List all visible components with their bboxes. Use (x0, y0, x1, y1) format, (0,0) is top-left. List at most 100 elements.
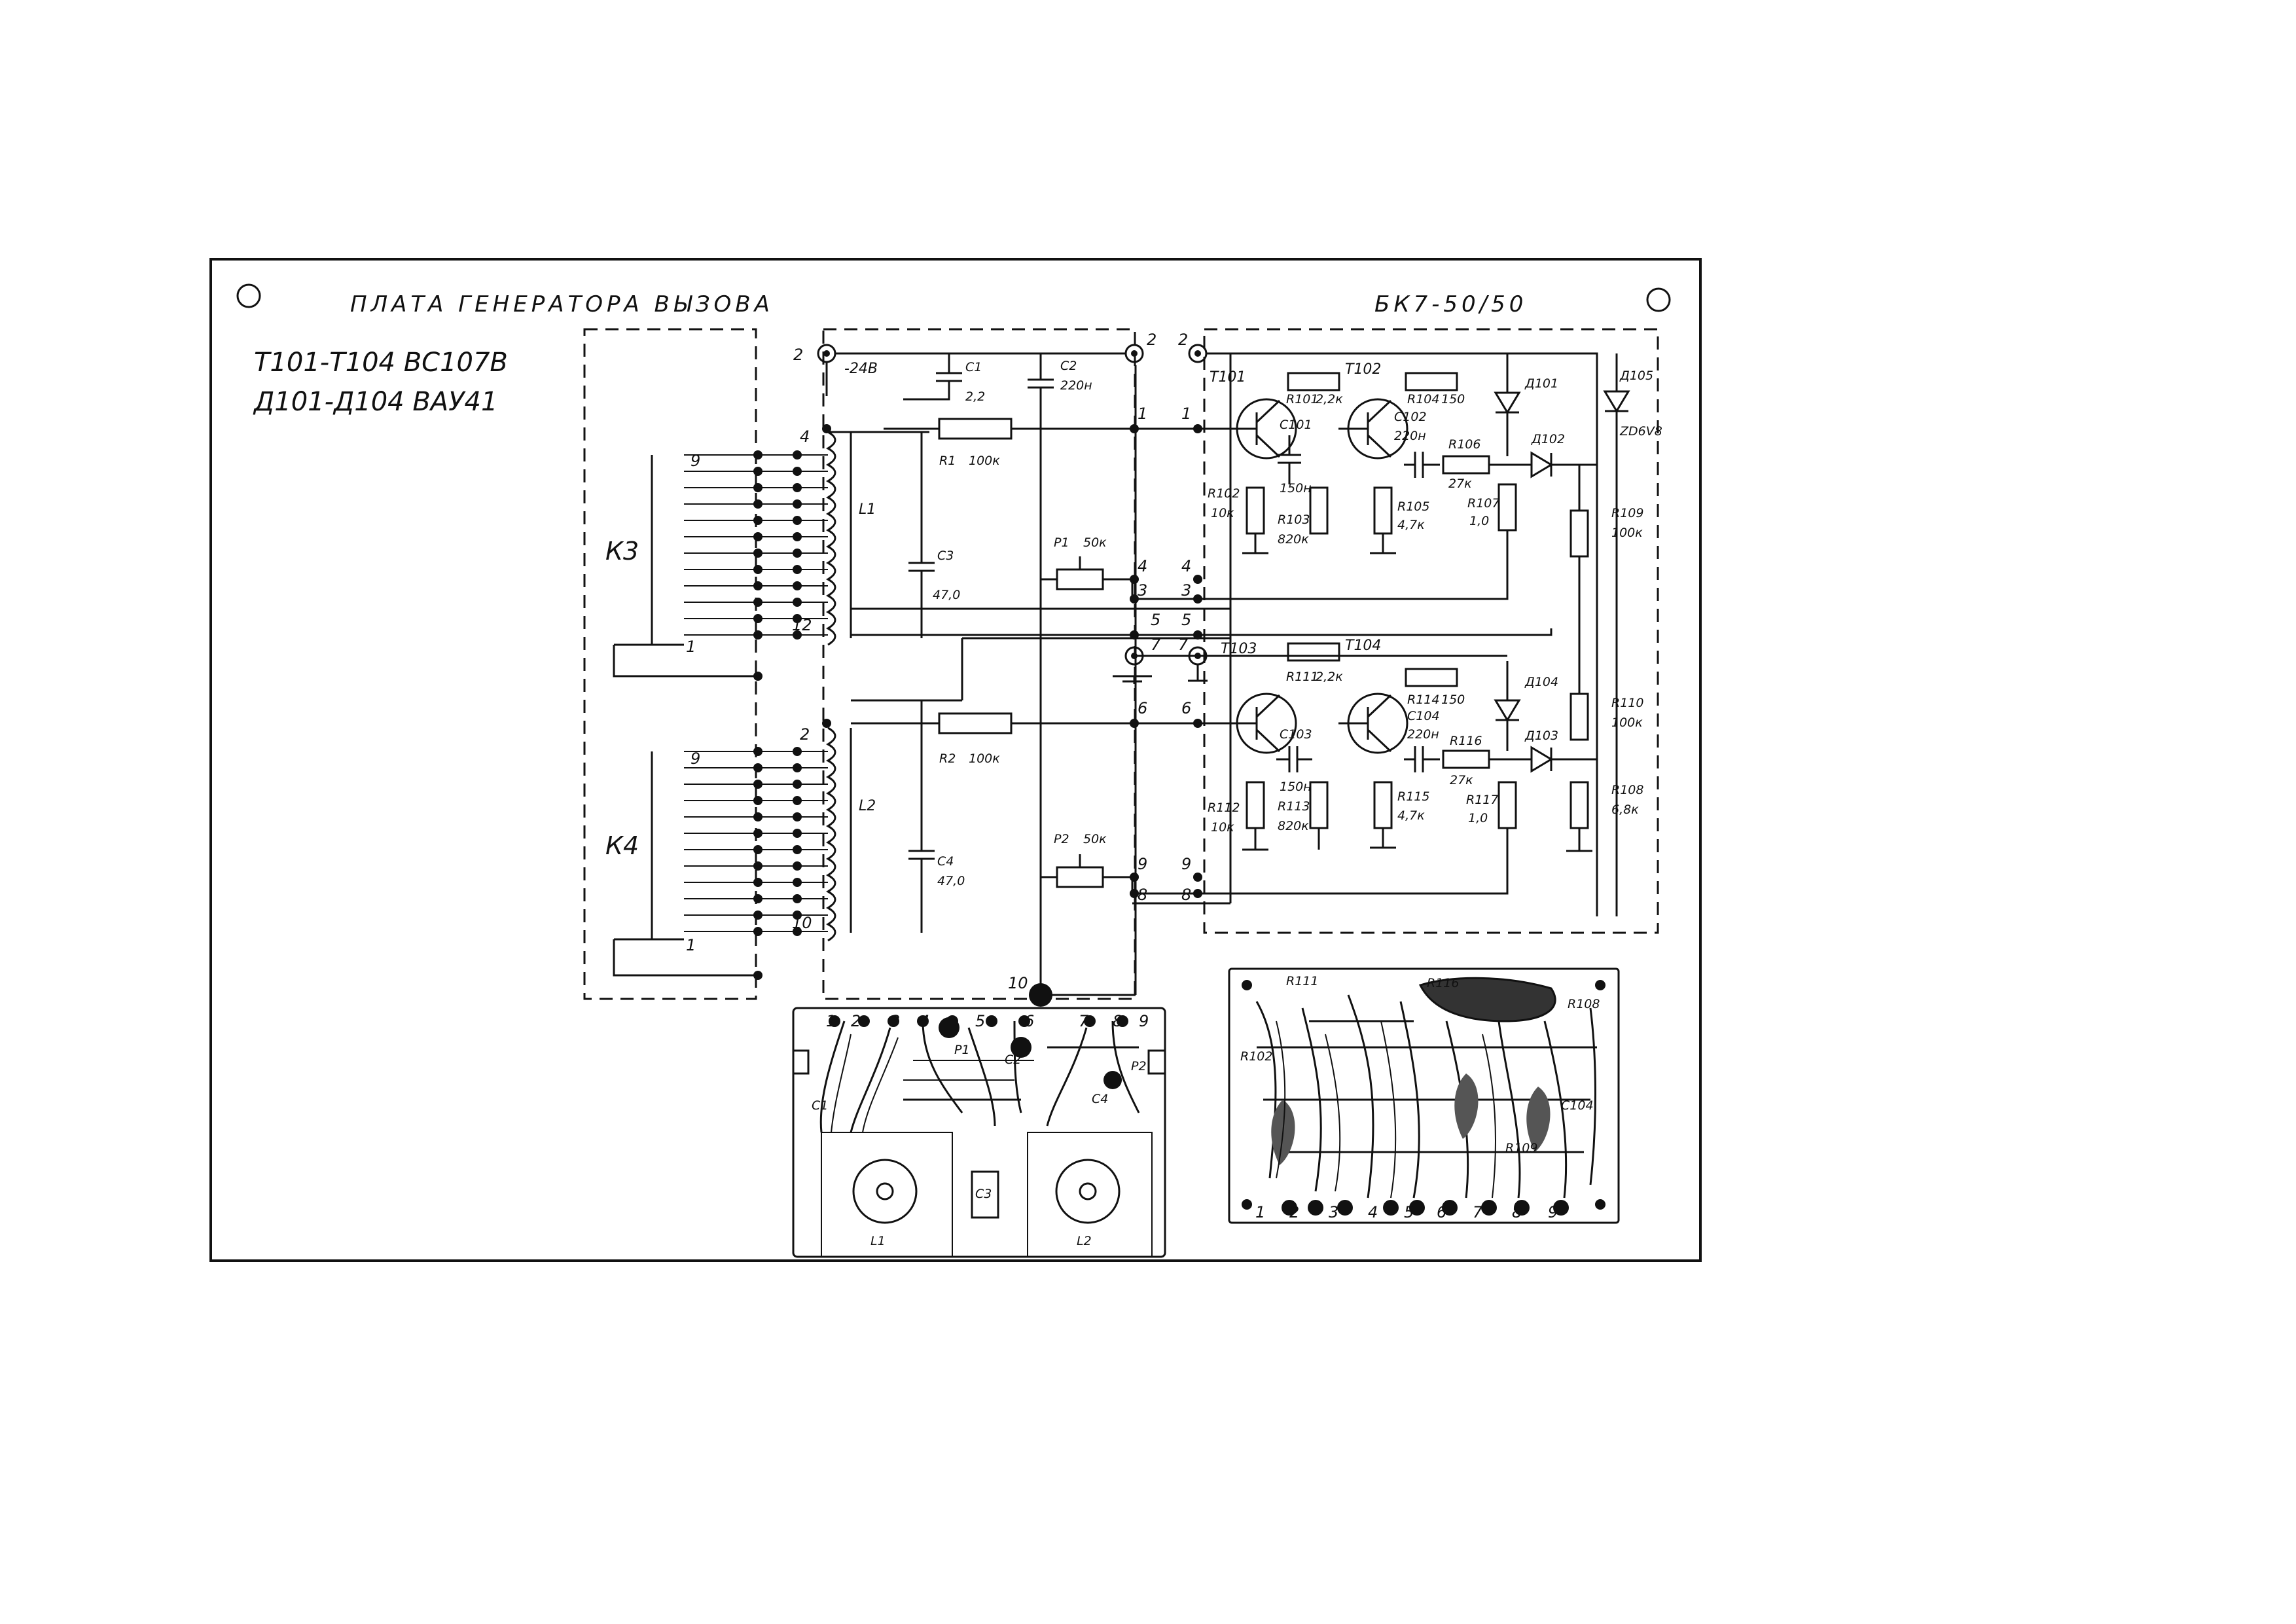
r111-label: R111 (1286, 670, 1318, 684)
resistor-r114 (1405, 668, 1458, 687)
board-title: ПЛАТА ГЕНЕРАТОРА ВЫЗОВА (350, 291, 774, 317)
r108-label: R108 (1611, 783, 1643, 797)
k4-pin-1: 1 (686, 936, 696, 954)
node-10 (1029, 983, 1052, 1007)
pcb-left-pin-8: 8 (1113, 1012, 1122, 1030)
resistor-r116 (1442, 749, 1490, 769)
c104-value: 220н (1407, 727, 1439, 742)
r114-label: R114 (1407, 693, 1439, 707)
r103-label: R103 (1278, 513, 1310, 527)
pcb-right-pin-2: 2 (1289, 1203, 1299, 1221)
pcb-left-pin-1: 1 (826, 1012, 836, 1030)
r114-value: 150 (1441, 693, 1465, 707)
resistor-r110 (1570, 693, 1589, 741)
r102-value: 10к (1211, 506, 1234, 520)
capacitor-c2 (1028, 353, 1054, 995)
pcb-left-p2: P2 (1131, 1059, 1147, 1074)
c2-value: 220н (1060, 378, 1092, 393)
pcb-left-pin-9: 9 (1139, 1012, 1149, 1030)
pcb-left-pin-7: 7 (1079, 1012, 1089, 1030)
pcb-right-pin-6: 6 (1437, 1203, 1446, 1221)
relay-group-box (583, 328, 757, 1000)
pcb-right-r102: R102 (1240, 1049, 1272, 1064)
r106-label: R106 (1448, 437, 1480, 452)
r109-label: R109 (1611, 506, 1643, 520)
r117-label: R117 (1466, 793, 1498, 807)
r108-value: 6,8к (1611, 803, 1639, 817)
c2-label: C2 (1060, 359, 1077, 373)
resistor-r117 (1498, 781, 1517, 829)
coil-l1 (825, 431, 852, 646)
k3-pin-9: 9 (691, 452, 700, 470)
r112-value: 10к (1211, 820, 1234, 835)
resistor-r113 (1309, 781, 1329, 829)
pin-3-mod: 3 (1181, 581, 1191, 600)
k4-pin-2: 2 (800, 725, 810, 744)
c104-label: C104 (1407, 709, 1440, 723)
c3-label: C3 (937, 549, 954, 563)
c4-value: 47,0 (937, 874, 965, 888)
d105-label: Д105 (1619, 369, 1653, 383)
board-frame (209, 258, 1702, 1262)
resistor-r115 (1373, 781, 1393, 829)
coil-l1-label: L1 (859, 501, 876, 518)
coil-l2-label: L2 (859, 798, 876, 814)
r107-label: R107 (1467, 496, 1499, 511)
r105-value: 4,7к (1397, 518, 1425, 532)
resistor-r101 (1287, 372, 1340, 391)
r106-value: 27к (1448, 477, 1472, 491)
r1-label: R1 (939, 454, 956, 468)
pin-6-mod: 6 (1181, 699, 1191, 717)
capacitor-c103 (1276, 746, 1312, 772)
pcb-right-r109: R109 (1505, 1141, 1537, 1155)
t103-label: T103 (1221, 641, 1257, 657)
capacitor-c1 (903, 353, 962, 401)
t101-label: T101 (1210, 369, 1246, 386)
pcb-right-pin-5: 5 (1404, 1203, 1414, 1221)
c1-label: C1 (965, 360, 982, 374)
pin-2-mid: 2 (1147, 331, 1157, 349)
k4-pin-9: 9 (691, 749, 700, 768)
pcb-layout-left (792, 1007, 1166, 1258)
d102-label: Д102 (1531, 432, 1565, 446)
transistor-note: Т101-Т104 ВС107В (254, 348, 508, 378)
resistor-r105 (1373, 486, 1393, 535)
r117-value: 1,0 (1468, 811, 1488, 825)
r104-label: R104 (1407, 392, 1439, 406)
pin-1-mid: 1 (1138, 405, 1147, 423)
pin-4-mod: 4 (1181, 557, 1191, 575)
terminal-2-mid (1124, 344, 1144, 363)
pcb-left-pin-5: 5 (975, 1012, 985, 1030)
p1-value: 50к (1083, 535, 1107, 550)
pcb-left-c3: C3 (975, 1187, 992, 1201)
pcb-right-pin-9: 9 (1548, 1203, 1558, 1221)
pin-7-mod: 7 (1178, 636, 1189, 654)
pin-3-mid: 3 (1138, 581, 1147, 600)
c102-value: 220н (1394, 429, 1426, 443)
pcb-right-r111: R111 (1286, 974, 1318, 988)
pcb-left-pin-4: 4 (920, 1012, 929, 1030)
p1-label: P1 (1054, 535, 1069, 550)
r110-value: 100к (1611, 715, 1643, 730)
pin-8-mod: 8 (1181, 886, 1191, 904)
d104-label: Д104 (1524, 675, 1558, 689)
r101-label: R101 (1286, 392, 1318, 406)
resistor-r112 (1246, 781, 1265, 829)
pcb-left-pin-3: 3 (890, 1012, 900, 1030)
r105-label: R105 (1397, 499, 1429, 514)
capacitor-c4 (908, 700, 935, 933)
k3-pin-12: 12 (792, 616, 812, 634)
r110-label: R110 (1611, 696, 1643, 710)
c101-label: C101 (1280, 418, 1312, 432)
resistor-r107 (1498, 483, 1517, 532)
resistor-r1 (938, 418, 1013, 440)
relay-k4-label: К4 (605, 831, 639, 860)
r107-value: 1,0 (1469, 514, 1489, 528)
pin-4-mid: 4 (1138, 557, 1147, 575)
r101-value: 2,2к (1316, 392, 1343, 406)
p2-value: 50к (1083, 832, 1107, 846)
relay-k4-contacts (684, 747, 828, 980)
t104-label: T104 (1345, 638, 1381, 654)
pin-7-mid: 7 (1151, 636, 1161, 654)
pin-5-mod: 5 (1181, 611, 1191, 629)
